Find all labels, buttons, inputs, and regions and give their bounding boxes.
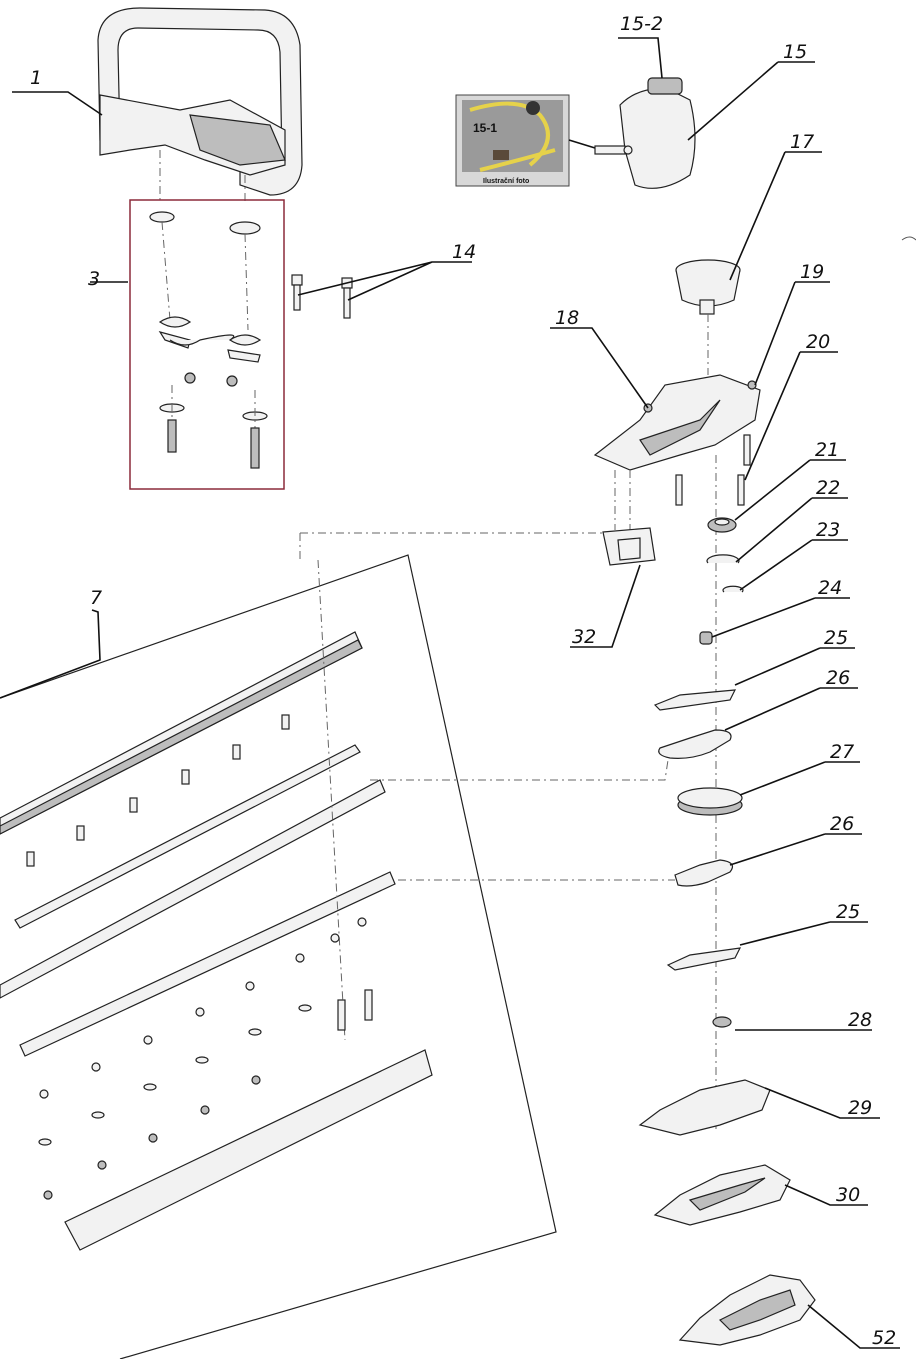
label-18: 18: [555, 307, 579, 329]
parts-21-24: [699, 517, 744, 645]
label-22: 22: [816, 477, 840, 499]
parts-25-52-stack: [299, 532, 816, 1346]
label-19: 19: [800, 261, 824, 283]
label-14: 14: [452, 241, 476, 263]
part-14-bolts: [291, 274, 353, 319]
label-15-1: 15-1: [473, 121, 497, 135]
part-labels: 1 3 7 14 15-2 15 17 18 19 20 21 22 23 24…: [30, 13, 896, 1349]
part-1-front-handle: [97, 7, 303, 205]
photo-inset: 15-1 Ilustrační foto: [455, 94, 609, 187]
label-28: 28: [848, 1009, 872, 1031]
label-26-upper: 26: [826, 667, 850, 689]
label-7: 7: [90, 587, 102, 609]
label-21: 21: [815, 439, 839, 461]
part-19-gearbox-housing: [593, 374, 761, 1130]
part-3-damper-group: [129, 199, 285, 490]
label-24: 24: [818, 577, 842, 599]
label-17: 17: [790, 131, 814, 153]
label-52: 52: [872, 1327, 896, 1349]
part-17-bearing-cup: [675, 259, 741, 375]
part-15-fuel-tank: [594, 77, 696, 189]
label-25-lower: 25: [836, 901, 860, 923]
label-1: 1: [30, 67, 42, 89]
part-32-block: [602, 527, 656, 566]
label-29: 29: [848, 1097, 872, 1119]
label-26-lower: 26: [830, 813, 854, 835]
label-15-2: 15-2: [620, 13, 663, 35]
label-27: 27: [830, 741, 854, 763]
label-32: 32: [572, 626, 596, 648]
edge-mark: [901, 236, 916, 241]
label-20: 20: [806, 331, 830, 353]
part-7-blade-assembly: [0, 554, 557, 1359]
label-30: 30: [836, 1184, 860, 1206]
label-25-upper: 25: [824, 627, 848, 649]
label-15: 15: [783, 41, 807, 63]
leader-lines: [0, 37, 900, 1349]
label-23: 23: [816, 519, 840, 541]
label-3: 3: [88, 268, 100, 290]
photo-caption: Ilustrační foto: [483, 178, 529, 185]
